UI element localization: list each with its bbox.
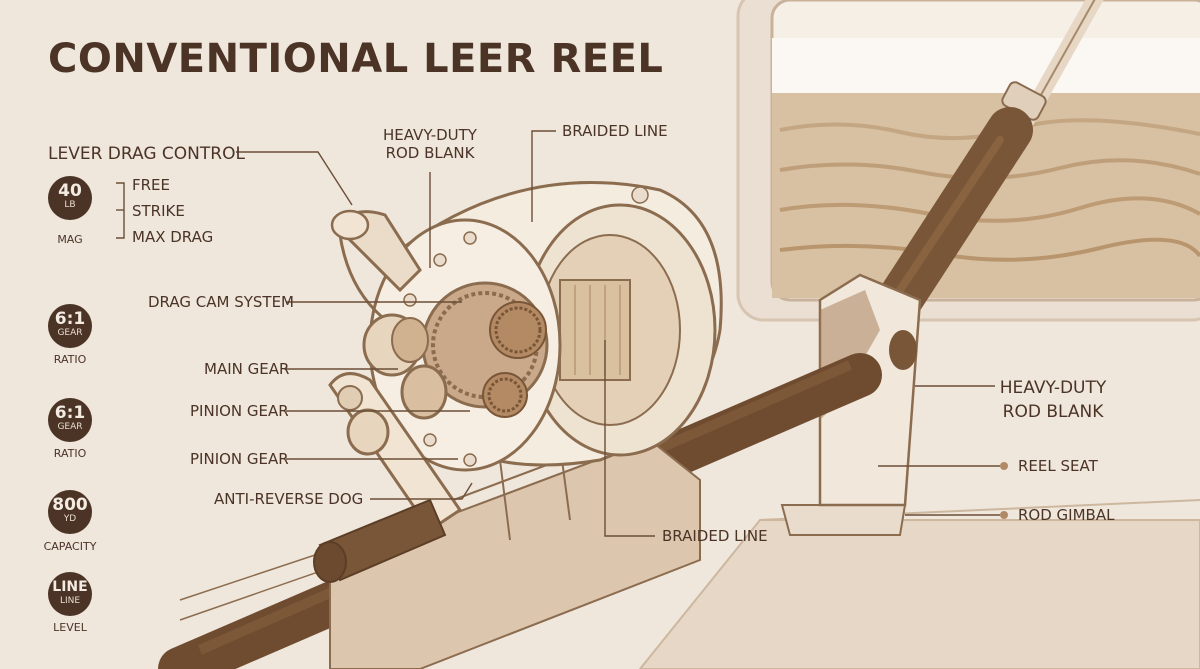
label-braided-line-bottom: BRAIDED LINE (662, 527, 768, 545)
drag-position-free: FREE (132, 176, 171, 194)
rod-gimbal-bullet-icon (1000, 511, 1008, 519)
label-rod-gimbal: ROD GIMBAL (1018, 506, 1115, 524)
label-anti-reverse-dog: ANTI-REVERSE DOG (214, 490, 364, 508)
spec-badge-gear-ratio: 6:1 GEAR (48, 304, 92, 348)
drag-position-strike: STRIKE (132, 202, 185, 220)
label-pinion-gear-2: PINION GEAR (190, 450, 289, 468)
spec-badge-gear-ratio-2: 6:1 GEAR (48, 398, 92, 442)
spec-unit: LINE (59, 596, 81, 606)
label-drag-cam-system: DRAG CAM SYSTEM (148, 293, 294, 311)
spec-caption: RATIO (53, 353, 87, 366)
spec-caption: RATIO (53, 447, 87, 460)
lever-drag (330, 209, 422, 332)
diagram-title: CONVENTIONAL LEER REEL (48, 36, 664, 82)
spec-caption: CAPACITY (43, 540, 97, 553)
reel-seat-bullet-icon (1000, 462, 1008, 470)
spec-value: 6:1 (54, 309, 86, 329)
label-heavy-duty-rod-blank-right: HEAVY-DUTY ROD BLANK (999, 378, 1107, 422)
spec-value: 40 (58, 181, 82, 201)
spec-badge-drag: 40 LB (48, 176, 92, 220)
drag-position-max-drag: MAX DRAG (132, 228, 214, 246)
label-reel-seat: REEL SEAT (1018, 457, 1098, 475)
spec-unit: LB (64, 200, 76, 210)
leader-lever-drag (236, 151, 353, 206)
label-braided-line-top: BRAIDED LINE (562, 122, 668, 140)
spec-badge-line: LINE LINE (48, 572, 92, 616)
lever-drag-control-heading: LEVER DRAG CONTROL (48, 144, 245, 164)
boat-gunwale (638, 499, 1200, 669)
label-main-gear: MAIN GEAR (204, 360, 290, 378)
label-pinion-gear-1: PINION GEAR (190, 402, 289, 420)
spec-value: 800 (52, 495, 88, 515)
spec-caption: LEVEL (53, 621, 87, 634)
leader-braided-line-bottom (604, 340, 655, 537)
spec-badge-capacity: 800 YD (48, 490, 92, 534)
spec-unit: YD (63, 514, 77, 524)
spec-unit: GEAR (57, 422, 83, 432)
crank-handle (313, 313, 463, 583)
leader-braided-line-top (531, 130, 556, 222)
spec-unit: GEAR (57, 328, 83, 338)
spec-value: LINE (52, 579, 88, 595)
label-heavy-duty-rod-blank-top: HEAVY-DUTY ROD BLANK (383, 126, 477, 162)
spec-value: 6:1 (54, 403, 86, 423)
leader-lines (116, 130, 1000, 537)
leader-anti-reverse (370, 482, 473, 500)
spec-caption: MAG (57, 233, 83, 246)
